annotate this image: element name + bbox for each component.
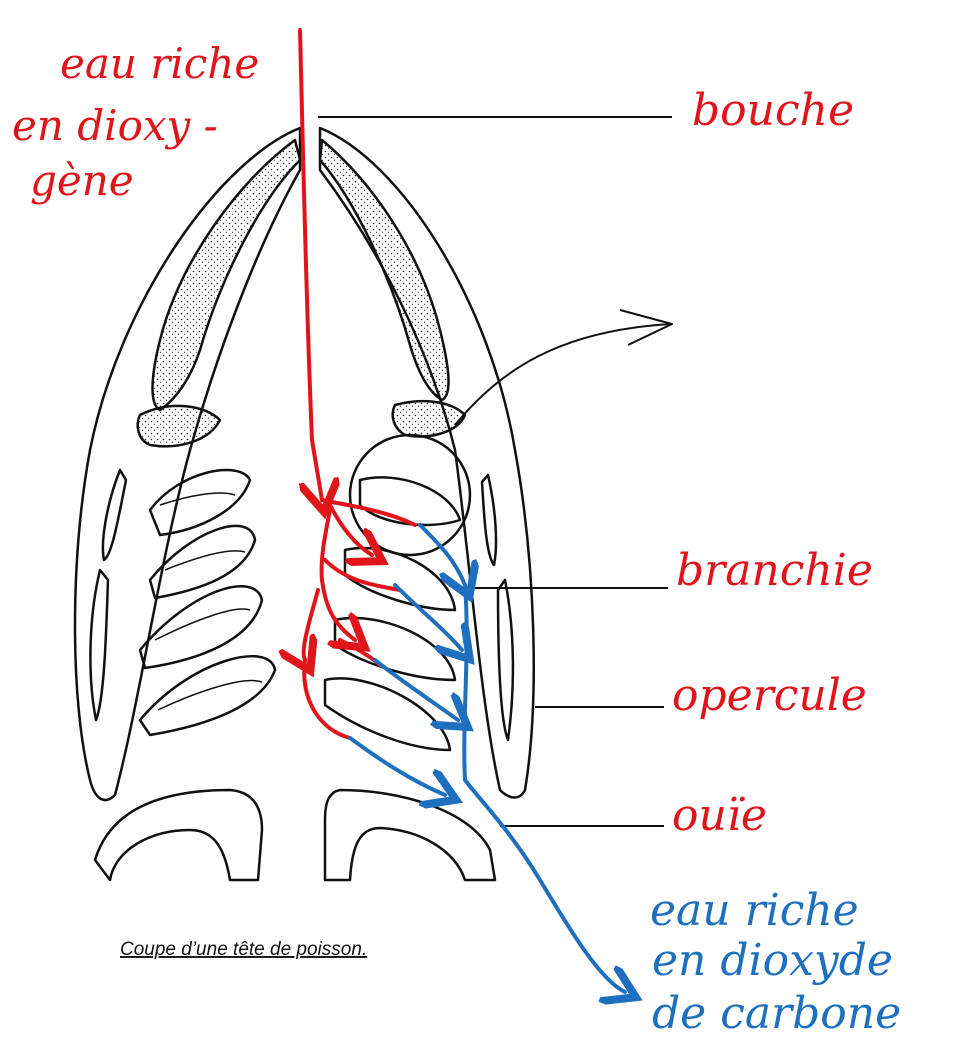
left-slender-bone-1 — [103, 470, 126, 560]
label-operculum: opercule — [672, 670, 867, 721]
figure-caption: Coupe d’une tête de poisson. — [120, 939, 367, 960]
inflow-line-2: en dioxy - — [12, 101, 218, 150]
fish-head-drawing — [75, 117, 672, 880]
inflow-line-1: eau riche — [60, 39, 259, 88]
outflow-line-3: de carbone — [652, 988, 901, 1038]
oxygen-flow-arrows — [300, 30, 415, 738]
right-slender-bone-1 — [482, 475, 496, 565]
zoom-circle — [350, 435, 470, 555]
right-slender-bone-2 — [498, 580, 513, 740]
inflow-line-3: gène — [30, 156, 134, 205]
label-mouth: bouche — [692, 85, 854, 136]
left-stippled-block — [138, 406, 220, 446]
inflow-annotation: eau riche en dioxy - gène — [12, 39, 259, 205]
labels: bouche branchie opercule ouïe — [672, 85, 873, 841]
left-bottom-arch — [95, 790, 262, 880]
co2-flow-arrows — [350, 525, 625, 992]
right-bottom-arch — [325, 790, 495, 880]
left-operculum — [75, 128, 300, 800]
label-gill-opening: ouïe — [672, 790, 767, 841]
right-jaw-bone — [320, 140, 449, 400]
right-stippled-block — [393, 401, 465, 436]
outflow-line-1: eau riche — [650, 885, 859, 936]
label-gill: branchie — [676, 545, 873, 596]
outflow-line-2: en dioxyde — [652, 935, 893, 986]
left-gill-arches — [140, 470, 275, 735]
outflow-annotation: eau riche en dioxyde de carbone — [650, 885, 901, 1038]
left-slender-bone-2 — [90, 570, 108, 720]
